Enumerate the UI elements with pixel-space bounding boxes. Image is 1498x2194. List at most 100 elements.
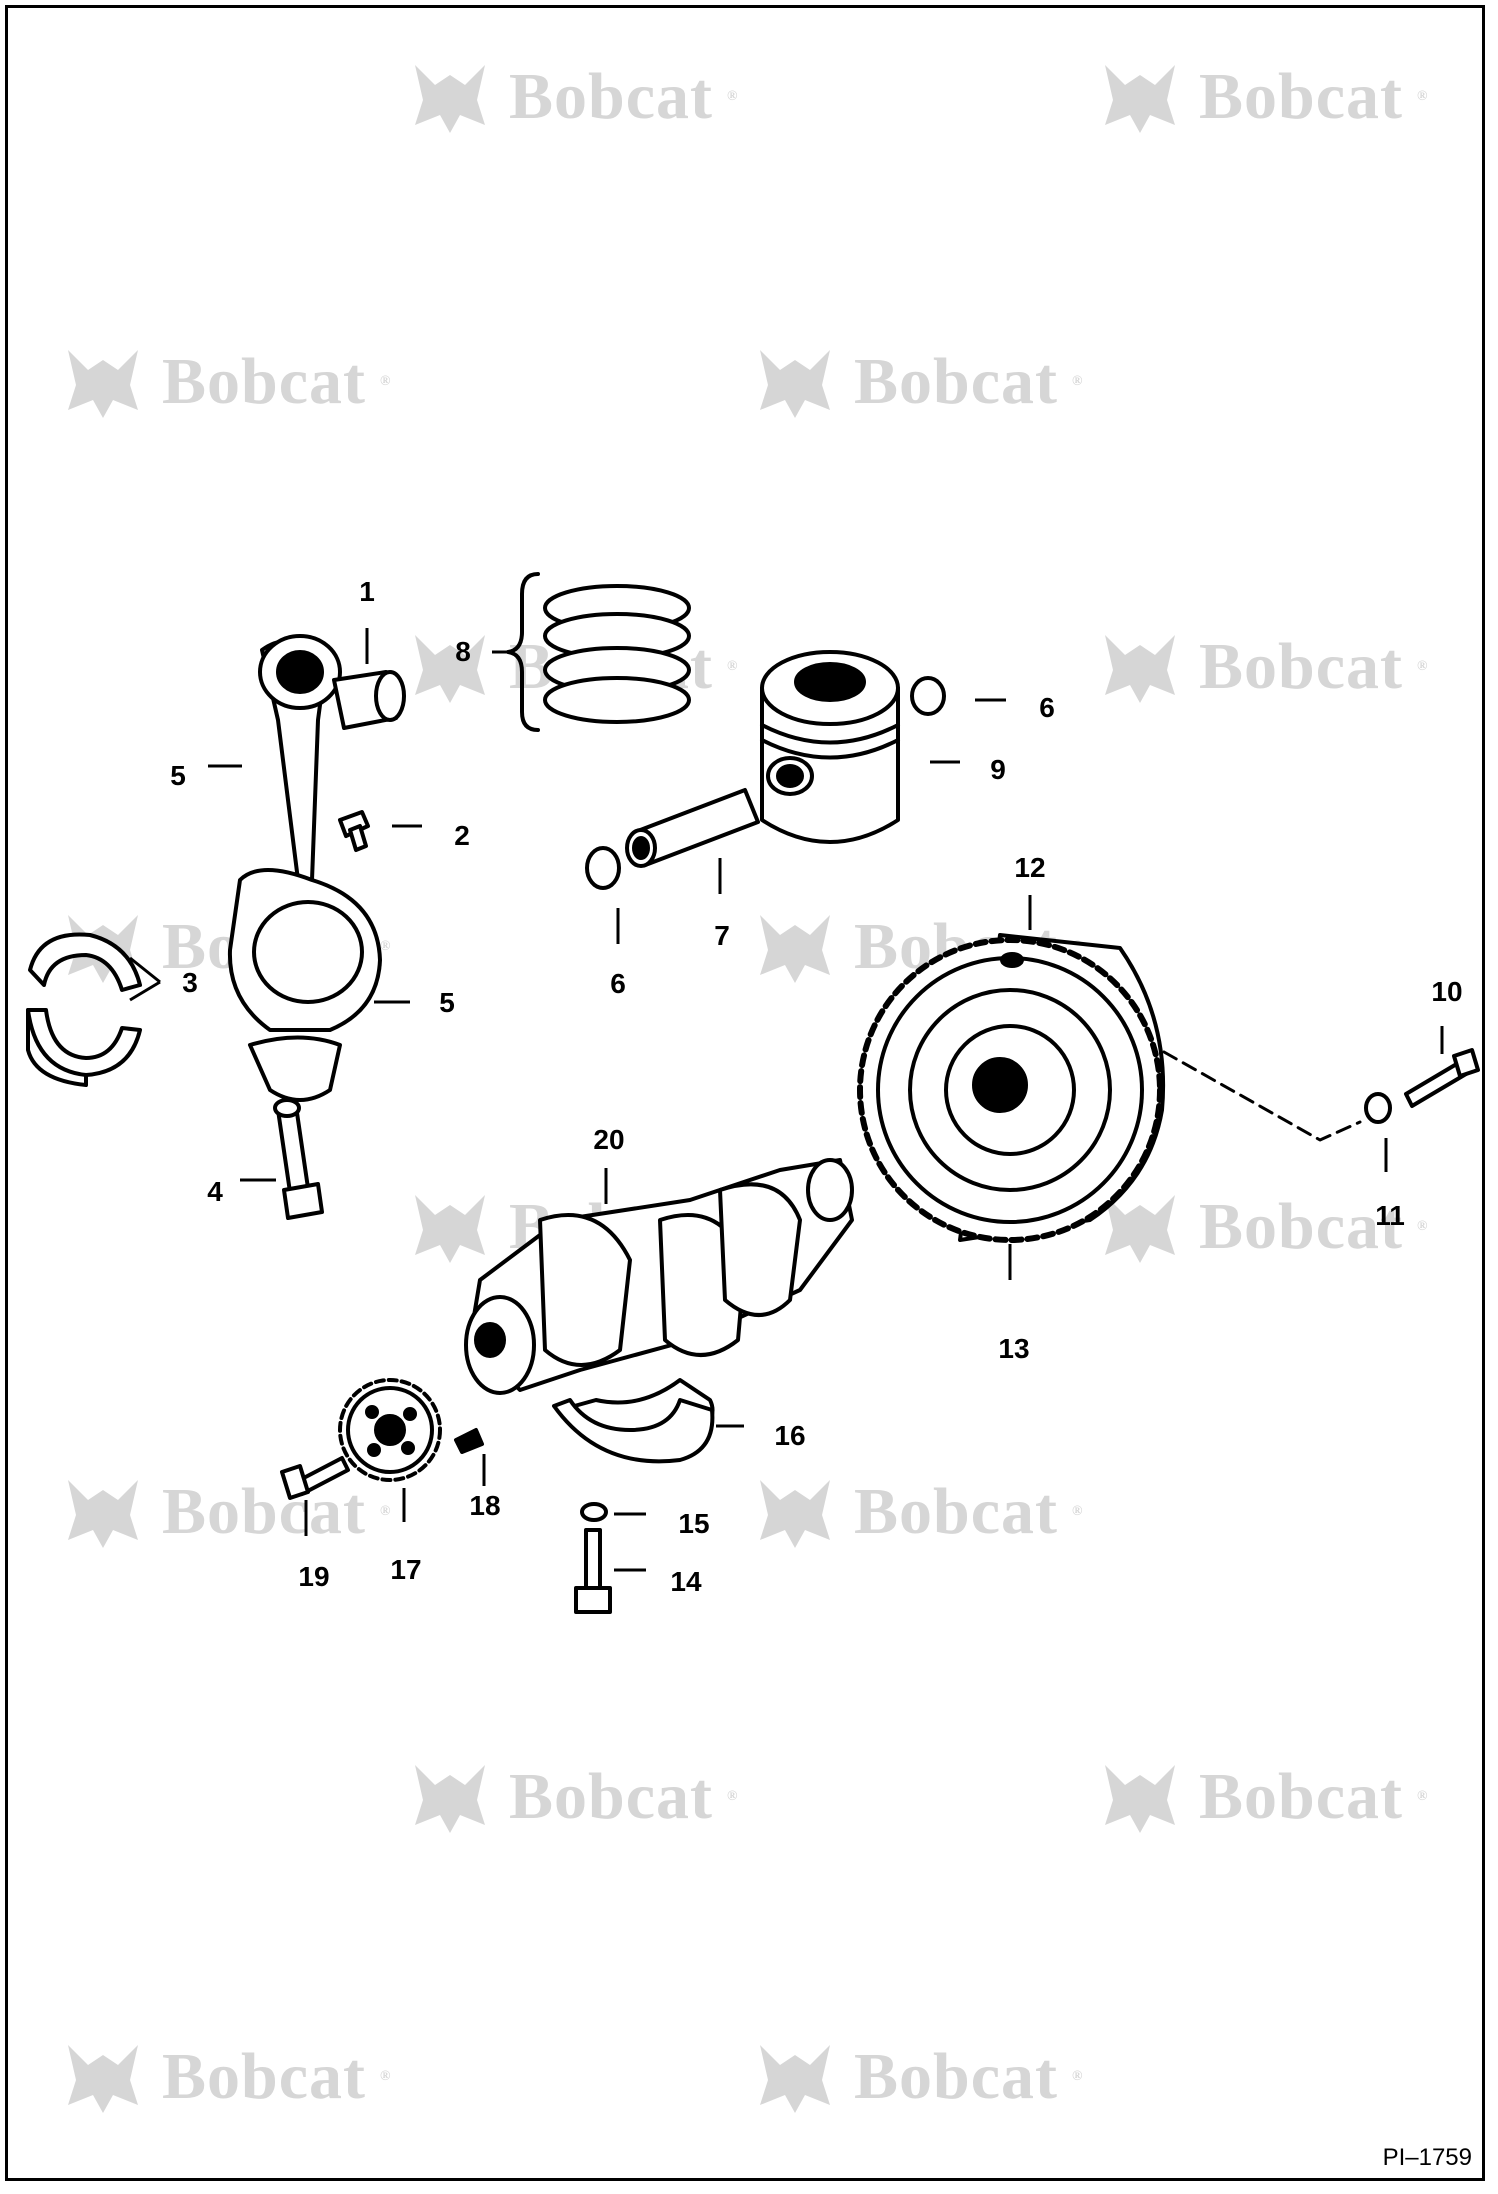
- bobcat-logo-icon: [1105, 1195, 1175, 1263]
- watermark-mark: ®: [1417, 1219, 1429, 1234]
- snap-ring-6-bottom: [585, 846, 621, 890]
- callout-4: 4: [207, 1176, 223, 1207]
- watermark-text: Bobcat: [162, 345, 366, 418]
- watermark: Bobcat ®: [405, 1755, 738, 1839]
- watermark: Bobcat ®: [405, 55, 738, 139]
- flywheel-bolt: [1404, 1048, 1480, 1108]
- callout-2: 2: [454, 820, 470, 851]
- dowel-pin: [454, 1428, 484, 1454]
- crank-gear: [338, 1378, 442, 1482]
- snap-ring-6-top: [910, 676, 946, 716]
- watermark-text: Bobcat: [1199, 630, 1403, 703]
- watermark-text: Bobcat: [509, 60, 713, 133]
- bobcat-logo-icon: [415, 65, 485, 133]
- callout-18: 18: [469, 1490, 501, 1521]
- bobcat-logo-icon: [1105, 635, 1175, 703]
- washer-15: [580, 1502, 608, 1522]
- bobcat-logo-icon: [760, 1480, 830, 1548]
- watermark-mark: ®: [380, 2069, 392, 2084]
- callout-8: 8: [455, 636, 471, 667]
- gear-bolt: [280, 1456, 350, 1500]
- bobcat-logo-icon: [760, 350, 830, 418]
- bobcat-logo-icon: [760, 2045, 830, 2113]
- connecting-rod: [227, 634, 382, 1102]
- crankshaft: [464, 1158, 854, 1452]
- watermark-text: Bobcat: [1199, 1190, 1403, 1263]
- small-bolt: [338, 810, 370, 852]
- bracket-8: [506, 572, 540, 732]
- watermark-text: Bobcat: [854, 1475, 1058, 1548]
- watermark-mark: ®: [380, 374, 392, 389]
- watermark-mark: ®: [1072, 2069, 1084, 2084]
- callout-20: 20: [593, 1124, 625, 1155]
- watermark: Bobcat ®: [1095, 55, 1428, 139]
- bobcat-logo-icon: [415, 1765, 485, 1833]
- watermark: Bobcat ®: [58, 1470, 391, 1554]
- figure-id: PI–1759: [1382, 2144, 1472, 2171]
- watermark-text: Bobcat: [1199, 1760, 1403, 1833]
- watermark: Bobcat ®: [58, 2035, 391, 2119]
- watermark-text: Bobcat: [162, 1475, 366, 1548]
- diagram-frame: [5, 5, 1485, 2181]
- flywheel-washer: [1364, 1092, 1392, 1124]
- callout-13: 13: [998, 1333, 1030, 1364]
- callout-19: 19: [298, 1561, 330, 1592]
- bobcat-logo-icon: [68, 2045, 138, 2113]
- callout-14: 14: [670, 1566, 702, 1597]
- bobcat-logo-icon: [415, 1195, 485, 1263]
- watermark-mark: ®: [727, 659, 739, 674]
- bobcat-logo-icon: [760, 915, 830, 983]
- piston-pin: [625, 788, 760, 868]
- watermark: Bobcat ®: [1095, 1755, 1428, 1839]
- watermark: Bobcat ®: [1095, 625, 1428, 709]
- bobcat-logo-icon: [68, 350, 138, 418]
- thrust-bearing: [552, 1398, 715, 1464]
- bobcat-logo-icon: [1105, 65, 1175, 133]
- watermark-mark: ®: [727, 89, 739, 104]
- callout-17: 17: [390, 1554, 422, 1585]
- watermark: Bobcat ®: [1095, 1185, 1428, 1269]
- watermark-mark: ®: [1417, 89, 1429, 104]
- callout-15: 15: [678, 1508, 710, 1539]
- flywheel: [857, 933, 1166, 1243]
- callout-6-bottom: 6: [610, 968, 626, 999]
- callout-5-lower: 5: [439, 987, 455, 1018]
- watermark: Bobcat ®: [750, 2035, 1083, 2119]
- callout-1: 1: [359, 576, 375, 607]
- bobcat-logo-icon: [415, 635, 485, 703]
- watermark-mark: ®: [1072, 1504, 1084, 1519]
- watermark-text: Bobcat: [854, 2040, 1058, 2113]
- callout-9: 9: [990, 754, 1006, 785]
- watermark: Bobcat ®: [750, 340, 1083, 424]
- bobcat-logo-icon: [68, 1480, 138, 1548]
- callout-16: 16: [774, 1420, 806, 1451]
- watermark-mark: ®: [1417, 659, 1429, 674]
- rod-bolt: [273, 1098, 324, 1220]
- callout-7: 7: [714, 920, 730, 951]
- leader-lines: [129, 628, 1444, 1572]
- watermark-text: Bobcat: [854, 345, 1058, 418]
- callout-10: 10: [1431, 976, 1463, 1007]
- bushing: [332, 670, 406, 730]
- flywheel-dashed-leader: [1162, 1050, 1362, 1142]
- callout-12: 12: [1014, 852, 1046, 883]
- watermark-mark: ®: [380, 1504, 392, 1519]
- piston-rings: [543, 584, 691, 724]
- callout-3: 3: [182, 967, 198, 998]
- watermark-text: Bobcat: [162, 2040, 366, 2113]
- callout-11: 11: [1375, 1200, 1405, 1231]
- bearing-cap-bolt: [574, 1528, 612, 1614]
- watermark: Bobcat ®: [58, 340, 391, 424]
- watermark-mark: ®: [380, 939, 392, 954]
- watermark-text: Bobcat: [509, 1760, 713, 1833]
- watermark-text: Bobcat: [1199, 60, 1403, 133]
- watermark-mark: ®: [1072, 374, 1084, 389]
- callout-5-upper: 5: [170, 760, 186, 791]
- piston: [760, 650, 900, 844]
- watermark-mark: ®: [727, 1789, 739, 1804]
- watermark: Bobcat ®: [750, 1470, 1083, 1554]
- bobcat-logo-icon: [1105, 1765, 1175, 1833]
- watermark-mark: ®: [1417, 1789, 1429, 1804]
- callout-6-top: 6: [1039, 692, 1055, 723]
